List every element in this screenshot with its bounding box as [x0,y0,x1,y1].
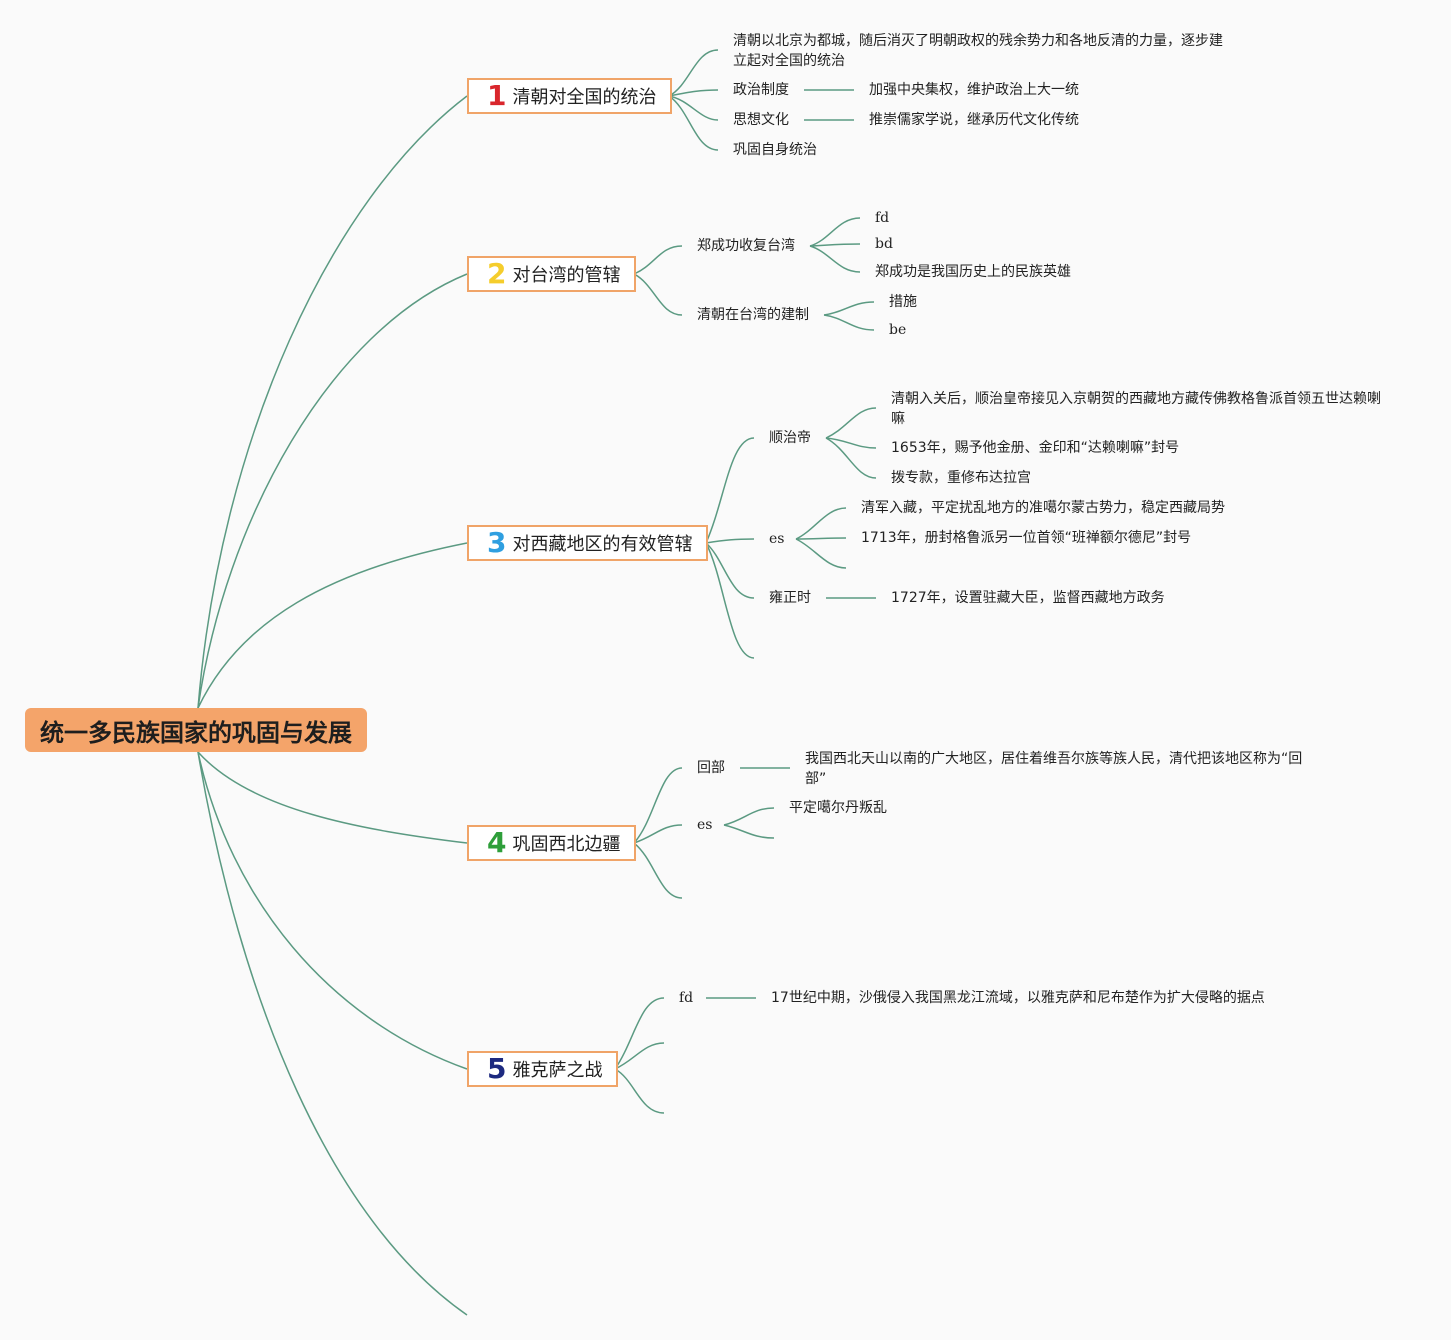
number-5-badge: 5 [487,1052,507,1085]
t2-node-system[interactable]: 清朝在台湾的建制 [697,307,809,323]
link-t3-d [705,542,755,659]
number-3-badge: 3 [487,526,507,559]
t2-node-zheng-bd[interactable]: bd [875,236,893,252]
t1-node-capital-line2: 立起对全国的统治 [733,53,845,69]
t3-node-shunzhi-1653[interactable]: 1653年，赐予他金册、金印和“达赖喇嘛”封号 [891,440,1180,456]
link-t4-c [633,842,683,899]
link-t2-a [633,245,683,275]
link-t3-a1 [825,407,877,439]
t2-node-zheng-fd[interactable]: fd [875,210,890,226]
t1-node-consolidate[interactable]: 巩固自身统治 [733,142,817,158]
t4-node-huibu-detail-line1: 我国西北天山以南的广大地区，居住着维吾尔族等族人民，清代把该地区称为“回 [805,751,1303,767]
link-t3-b3 [795,538,847,569]
link-root-t3 [197,542,468,709]
t3-node-shunzhi-potala[interactable]: 拨专款，重修布达拉宫 [891,470,1031,486]
t5-node-fd[interactable]: fd [679,990,694,1006]
t4-node-es-galdan[interactable]: 平定噶尔丹叛乱 [789,800,887,816]
link-t3-a3 [825,437,877,479]
link-root-t1 [197,95,468,709]
link-t2-b [633,273,683,316]
topic-2-label: 对台湾的管辖 [512,265,621,286]
number-4-badge: 4 [487,826,507,859]
link-t1-n1 [668,49,719,97]
link-t3-a2 [825,437,877,449]
link-t4-b [633,824,683,844]
link-t3-b2 [795,537,847,540]
t3-node-shunzhi-dalai-line1: 清朝入关后，顺治皇帝接见入京朝贺的西藏地方藏传佛教格鲁派首领五世达赖喇 [891,391,1381,407]
link-t5-c [614,1068,665,1114]
t1-node-capital[interactable]: 清朝以北京为都城，随后消灭了明朝政权的残余势力和各地反清的力量，逐步建 立起对全… [733,31,1233,71]
topic-4-label: 巩固西北边疆 [512,834,621,855]
link-t2-b1 [823,301,875,316]
topic-2[interactable]: 2 对台湾的管辖 [467,256,637,292]
link-t3-c [705,542,755,599]
link-root-t5 [197,751,468,1070]
t3-node-shunzhi-dalai-line2: 嘛 [891,411,905,427]
link-root-t6 [197,751,468,1316]
topic-1-label: 清朝对全国的统治 [512,87,657,108]
link-t5-b [614,1042,665,1070]
t1-node-political-detail[interactable]: 加强中央集权，维护政治上大一统 [869,82,1079,98]
t3-node-es-1713[interactable]: 1713年，册封格鲁派另一位首领“班禅额尔德尼”封号 [861,530,1192,546]
topic-5[interactable]: 5 雅克萨之战 [467,1051,619,1087]
link-t1-n4 [668,95,719,151]
t3-node-yongzheng-1727[interactable]: 1727年，设置驻藏大臣，监督西藏地方政务 [891,590,1165,606]
t3-node-es-army[interactable]: 清军入藏，平定扰乱地方的准噶尔蒙古势力，稳定西藏局势 [861,500,1225,516]
link-root-t4 [197,751,468,844]
link-t3-b1 [795,507,847,540]
link-t1-n2 [668,89,719,97]
topic-3[interactable]: 3 对西藏地区的有效管辖 [467,525,709,561]
link-root-t2 [197,273,468,709]
topic-3-label: 对西藏地区的有效管辖 [512,534,693,555]
t3-node-shunzhi[interactable]: 顺治帝 [769,430,811,446]
link-t4-a [633,767,683,844]
t3-node-es[interactable]: es [769,531,785,547]
t4-node-huibu-detail-line2: 部” [805,771,827,787]
topic-4[interactable]: 4 巩固西北边疆 [467,825,637,861]
topic-5-label: 雅克萨之战 [512,1060,603,1081]
t3-node-yongzheng[interactable]: 雍正时 [769,590,811,606]
link-t3-b [705,538,755,544]
t2-node-system-be[interactable]: be [889,322,907,338]
link-t5-a [614,997,665,1070]
t3-node-shunzhi-dalai[interactable]: 清朝入关后，顺治皇帝接见入京朝贺的西藏地方藏传佛教格鲁派首领五世达赖喇 嘛 [891,389,1391,429]
topic-1[interactable]: 1 清朝对全国的统治 [467,78,673,114]
t1-node-culture-detail[interactable]: 推崇儒家学说，继承历代文化传统 [869,112,1079,128]
link-t2-a1 [809,217,861,247]
t5-node-fd-detail[interactable]: 17世纪中期，沙俄侵入我国黑龙江流域，以雅克萨和尼布楚作为扩大侵略的据点 [771,990,1265,1006]
link-t2-a2 [809,243,861,247]
t1-node-culture[interactable]: 思想文化 [733,112,789,128]
t2-node-system-measures[interactable]: 措施 [889,294,917,310]
link-t4-b2 [723,824,775,839]
t4-node-huibu-detail[interactable]: 我国西北天山以南的广大地区，居住着维吾尔族等族人民，清代把该地区称为“回 部” [805,749,1325,789]
t1-node-capital-line1: 清朝以北京为都城，随后消灭了明朝政权的残余势力和各地反清的力量，逐步建 [733,33,1223,49]
root-topic[interactable]: 统一多民族国家的巩固与发展 [25,708,367,752]
link-t3-a [705,437,755,544]
link-t1-n3 [668,95,719,121]
link-t2-a3 [809,245,861,273]
t4-node-huibu[interactable]: 回部 [697,760,725,776]
link-t2-b2 [823,314,875,331]
number-1-badge: 1 [487,79,507,112]
link-t4-b1 [723,807,775,826]
number-2-badge: 2 [487,257,507,290]
t2-node-zheng-hero[interactable]: 郑成功是我国历史上的民族英雄 [875,264,1071,280]
t2-node-zheng[interactable]: 郑成功收复台湾 [697,238,795,254]
t4-node-es[interactable]: es [697,817,713,833]
root-label: 统一多民族国家的巩固与发展 [40,718,352,747]
t1-node-political[interactable]: 政治制度 [733,82,789,98]
